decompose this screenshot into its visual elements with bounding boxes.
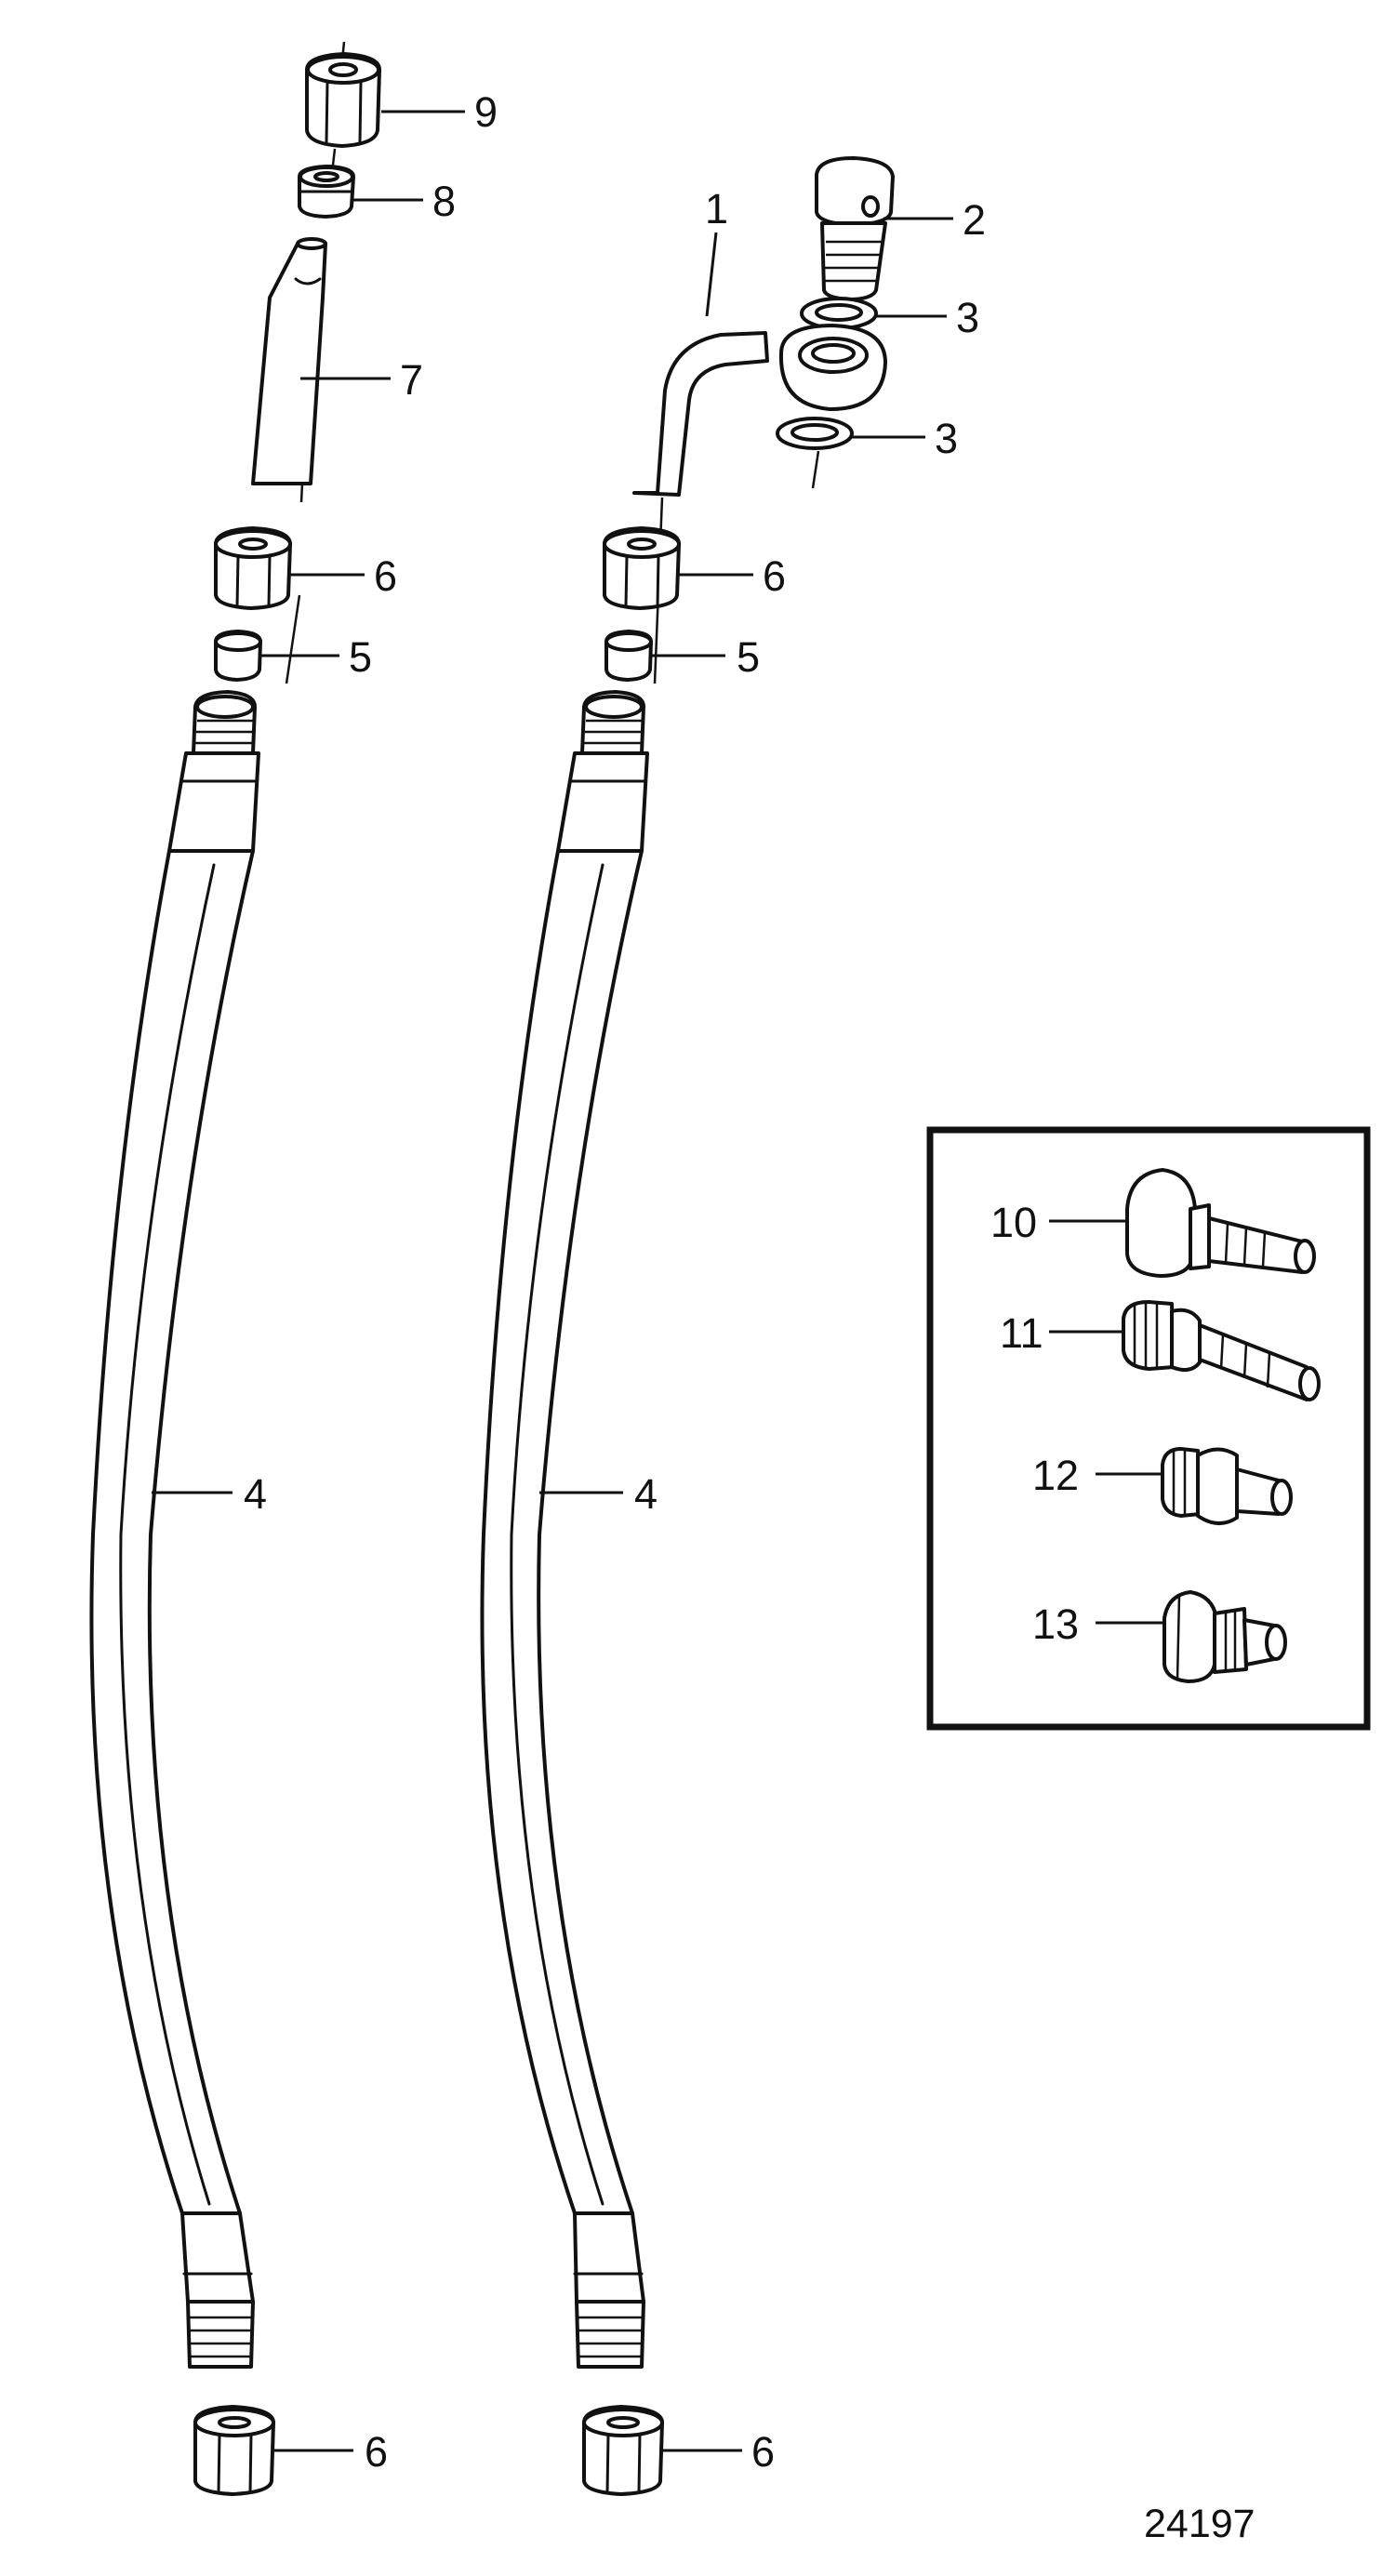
fitting-variants-inset — [926, 1126, 1371, 1731]
leader-lines — [152, 110, 1166, 2452]
part-6-nut-upper-left — [214, 526, 292, 610]
part-8-ferrule — [298, 165, 355, 219]
part-9-nut — [305, 52, 381, 148]
part-10-hose-nipple-nut — [1125, 1168, 1316, 1278]
callout-3: 3 — [935, 415, 958, 462]
callout-8: 8 — [432, 178, 456, 225]
part-3-washer-lower — [776, 417, 854, 450]
part-12-union-adapter — [1161, 1447, 1293, 1525]
left-hose-assembly — [89, 41, 381, 2496]
callout-4: 4 — [244, 1470, 267, 1518]
part-13-hex-adapter — [1162, 1590, 1287, 1683]
part-3-washer-upper — [800, 297, 878, 330]
part-1-banjo-pipe — [632, 324, 887, 497]
part-6-nut-lower-right — [582, 2405, 664, 2496]
callout-5: 5 — [349, 633, 372, 681]
callout-11: 11 — [1000, 1309, 1043, 1357]
callout-2: 2 — [963, 196, 986, 244]
right-hose-assembly — [480, 156, 895, 2496]
callout-6: 6 — [374, 552, 397, 600]
inset-frame — [926, 1126, 1371, 1731]
part-5-olive-left — [214, 630, 262, 682]
callout-13: 13 — [1032, 1600, 1079, 1648]
axis-line — [811, 450, 820, 489]
callout-3: 3 — [956, 294, 979, 341]
callout-6: 6 — [763, 552, 786, 600]
drawing-number: 24197 — [1144, 2502, 1256, 2546]
callout-10: 10 — [990, 1199, 1037, 1246]
axis-line — [285, 594, 301, 684]
part-2-banjo-bolt — [815, 156, 895, 301]
part-4-hose-right — [480, 690, 649, 2369]
callout-4: 4 — [634, 1470, 658, 1518]
part-6-nut-upper-right — [603, 526, 681, 610]
callout-6: 6 — [751, 2428, 775, 2476]
callout-9: 9 — [474, 88, 498, 136]
callout-5: 5 — [737, 633, 760, 681]
callout-1: 1 — [705, 185, 728, 232]
callout-6: 6 — [365, 2428, 388, 2476]
callout-12: 12 — [1032, 1452, 1079, 1499]
part-4-hose-left — [89, 690, 260, 2369]
part-11-threaded-hose-nipple — [1122, 1300, 1321, 1401]
part-7-pipe — [251, 237, 327, 485]
part-6-nut-lower-left — [193, 2405, 275, 2496]
part-5-olive-right — [604, 630, 653, 682]
callout-7: 7 — [400, 356, 423, 404]
callout-labels: 9 8 7 6 5 4 6 1 2 3 3 6 5 4 6 10 11 12 1… — [244, 88, 1079, 2476]
